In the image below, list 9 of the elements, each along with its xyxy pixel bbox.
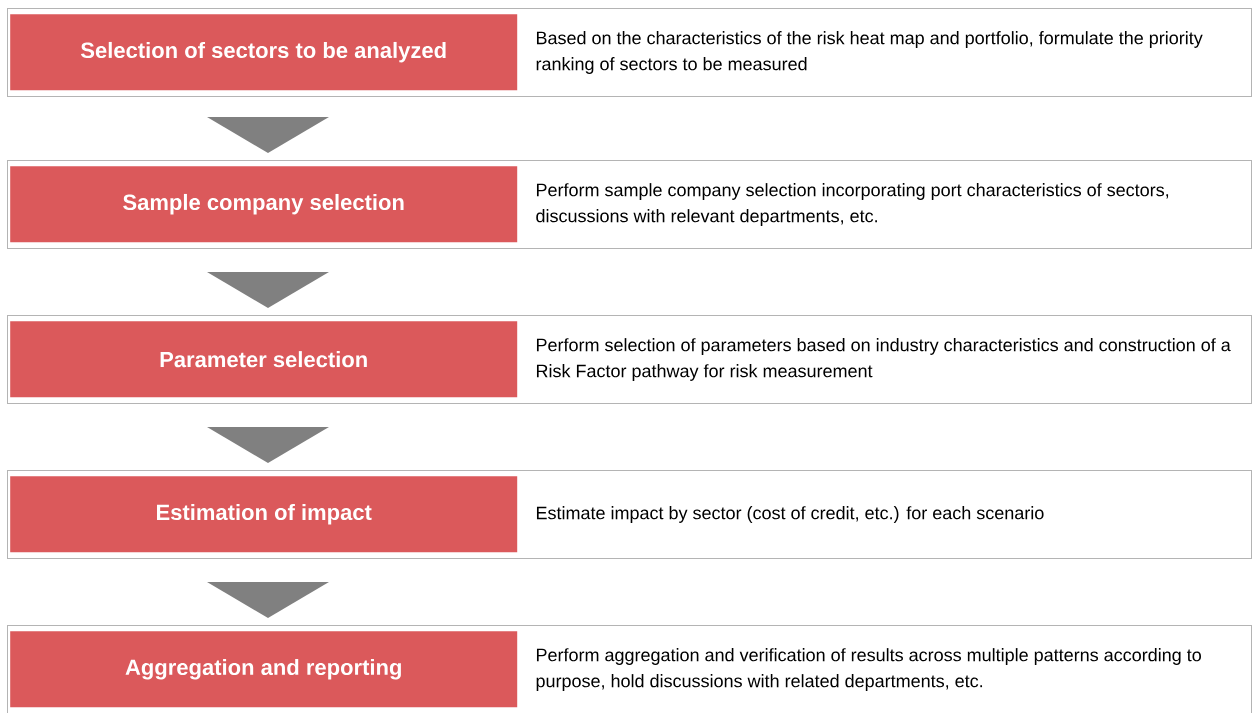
arrow bbox=[207, 117, 329, 153]
arrow bbox=[207, 425, 329, 463]
step-box: Parameter selection bbox=[10, 321, 518, 398]
step-box: Estimation of impact bbox=[10, 476, 518, 553]
step-box: Sample company selection bbox=[10, 166, 518, 243]
arrow bbox=[207, 270, 329, 308]
arrow bbox=[207, 580, 329, 618]
step-box: Aggregation and reporting bbox=[10, 631, 518, 708]
step-box: Selection of sectors to be analyzed bbox=[10, 14, 518, 91]
